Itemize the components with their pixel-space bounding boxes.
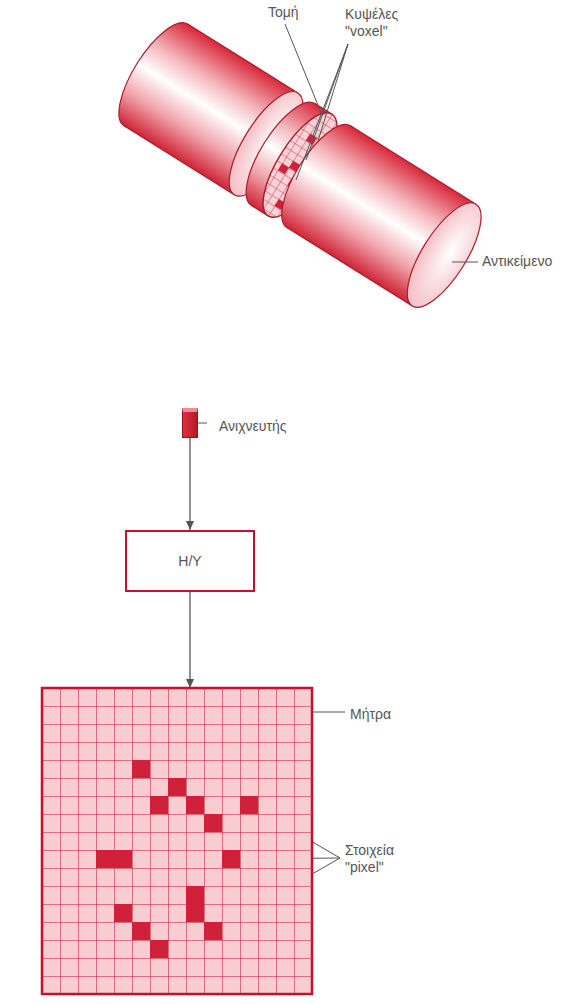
node-text: Ανιχνευτής (219, 418, 287, 435)
node-text: Μήτρα (350, 706, 391, 723)
object-cylinder (103, 9, 496, 321)
slice-label: Τομή (268, 4, 299, 21)
pixel-matrix (42, 688, 312, 994)
flow-arrow (189, 592, 190, 688)
object-label: Αντικείμενο (482, 253, 552, 270)
pixel-label: Στοιχεία "pixel" (345, 842, 423, 876)
node-text: Η/Υ (174, 549, 205, 574)
computer-box: Η/Υ (125, 530, 255, 592)
flow-arrow (189, 438, 190, 530)
detector-box: Ανιχνευτής (182, 408, 198, 438)
matrix-box: Μήτρα (42, 688, 312, 994)
voxel-label: Κυψέλες "voxel" (345, 6, 415, 40)
